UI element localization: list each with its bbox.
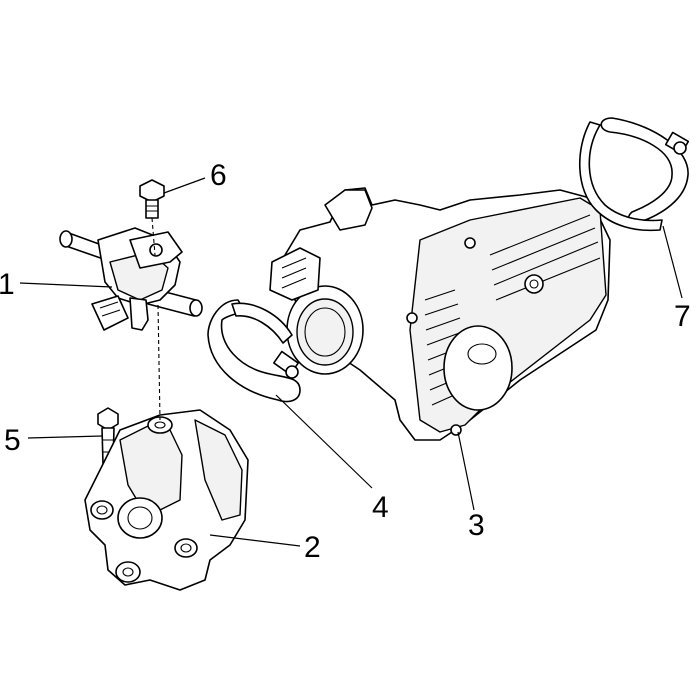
callout-5: 5	[4, 424, 21, 457]
intake-manifold	[84, 409, 249, 591]
throttle-body	[269, 187, 611, 441]
leader-line-7	[662, 225, 683, 299]
assembly-line-bolt-injector	[151, 217, 156, 256]
leader-line-4	[275, 394, 373, 489]
hose-clamp-large	[578, 117, 690, 232]
callout-1: 1	[0, 268, 15, 301]
leader-line-5	[27, 435, 103, 439]
hose-clamp-small	[207, 299, 301, 403]
fuel-injector	[59, 227, 203, 331]
leader-line-6	[163, 177, 206, 194]
callout-6: 6	[210, 159, 227, 192]
callout-4: 4	[372, 491, 389, 524]
leader-line-2	[209, 534, 301, 547]
leader-line-3	[457, 431, 475, 511]
bolt	[139, 179, 165, 219]
callout-2: 2	[304, 531, 321, 564]
leader-line-1	[19, 282, 113, 288]
assembly-line-injector-manifold	[157, 304, 161, 421]
callout-7: 7	[674, 300, 691, 333]
callout-3: 3	[468, 509, 485, 542]
